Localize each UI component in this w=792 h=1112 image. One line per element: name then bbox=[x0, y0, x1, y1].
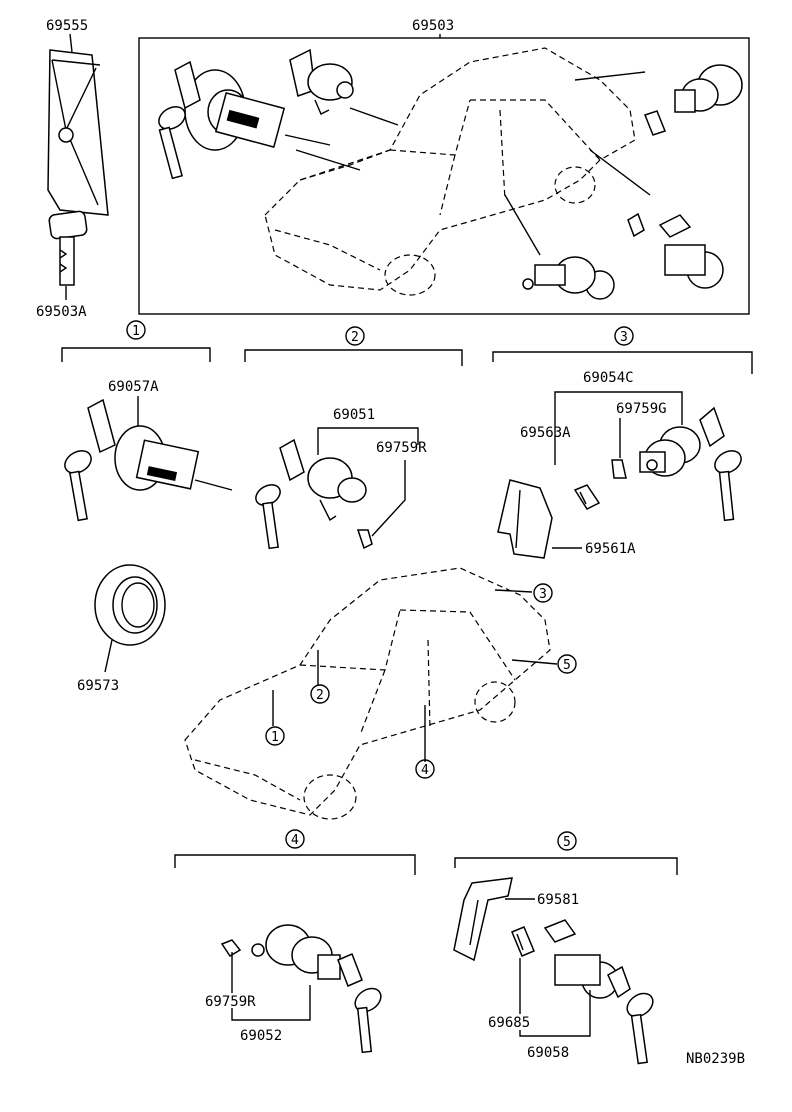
gasket-69563A[interactable] bbox=[573, 484, 601, 510]
cover-69561A[interactable] bbox=[497, 479, 553, 559]
car-marker-1: 1 bbox=[271, 730, 279, 745]
group-marker-3: 3 bbox=[620, 330, 628, 345]
car-callout-1: 1 bbox=[265, 690, 285, 746]
car-callout-4: 4 bbox=[415, 705, 435, 779]
label-69555: 69555 bbox=[46, 18, 88, 34]
label-69051: 69051 bbox=[333, 407, 375, 423]
label-69759G: 69759G bbox=[616, 401, 667, 417]
car-marker-5: 5 bbox=[563, 658, 571, 673]
group-2-header: 2 bbox=[244, 326, 463, 366]
fuel-lid-lock-69058[interactable] bbox=[543, 919, 657, 1065]
group-marker-4: 4 bbox=[291, 833, 299, 848]
ignition-lock-cylinder-top[interactable] bbox=[184, 69, 331, 151]
car-callout-5: 5 bbox=[511, 654, 577, 674]
car-outline-top bbox=[264, 47, 636, 296]
bezel-ring-69573[interactable] bbox=[94, 564, 166, 646]
cover-69581[interactable] bbox=[453, 877, 513, 962]
ignition-lock-69057A[interactable] bbox=[61, 398, 233, 522]
label-69058: 69058 bbox=[527, 1045, 569, 1061]
label-69561A: 69561A bbox=[585, 541, 636, 557]
door-lock-69051[interactable] bbox=[252, 438, 367, 550]
label-69054C: 69054C bbox=[583, 370, 634, 386]
document-code: NB0239B bbox=[686, 1051, 745, 1067]
retainer-clip-69759R-a[interactable] bbox=[356, 529, 373, 550]
label-69685: 69685 bbox=[488, 1015, 530, 1031]
key-69503A[interactable] bbox=[48, 210, 88, 286]
label-69581: 69581 bbox=[537, 892, 579, 908]
car-callout-3: 3 bbox=[494, 583, 553, 603]
car-marker-2: 2 bbox=[316, 688, 324, 703]
trunk-lock-cylinder-top[interactable] bbox=[644, 64, 743, 136]
car-callout-2: 2 bbox=[310, 650, 330, 704]
car-marker-3: 3 bbox=[539, 587, 547, 602]
label-69573: 69573 bbox=[77, 678, 119, 694]
car-marker-4: 4 bbox=[421, 763, 429, 778]
group-marker-5: 5 bbox=[563, 835, 571, 850]
group-marker-1: 1 bbox=[132, 324, 140, 339]
trunk-lock-69054C[interactable] bbox=[639, 406, 745, 522]
label-69503: 69503 bbox=[412, 18, 454, 34]
label-69503A: 69503A bbox=[36, 304, 87, 320]
door-lock-cylinder-bottom-top[interactable] bbox=[522, 256, 615, 300]
label-69759R-a: 69759R bbox=[376, 440, 427, 456]
door-lock-69052[interactable] bbox=[251, 924, 385, 1054]
key-card-69555[interactable] bbox=[47, 49, 109, 216]
car-outline-middle bbox=[184, 567, 551, 820]
label-69563A: 69563A bbox=[520, 425, 571, 441]
kit-box-69503 bbox=[138, 37, 750, 315]
label-69759R-b: 69759R bbox=[205, 994, 256, 1010]
retainer-clip-69759R-b[interactable] bbox=[220, 939, 242, 958]
group-5-header: 5 bbox=[454, 831, 678, 875]
group-3-header: 3 bbox=[492, 326, 753, 374]
door-lock-cylinder-top-2[interactable] bbox=[289, 48, 354, 115]
gasket-69685[interactable] bbox=[511, 926, 535, 957]
group-4-header: 4 bbox=[174, 829, 416, 875]
fuel-lid-lock-top[interactable] bbox=[627, 212, 724, 289]
group-1-header: 1 bbox=[61, 320, 211, 362]
retainer-clip-69759G[interactable] bbox=[611, 459, 627, 479]
ignition-key-top[interactable] bbox=[155, 60, 201, 180]
label-69057A: 69057A bbox=[108, 379, 159, 395]
label-69052: 69052 bbox=[240, 1028, 282, 1044]
group-marker-2: 2 bbox=[351, 330, 359, 345]
